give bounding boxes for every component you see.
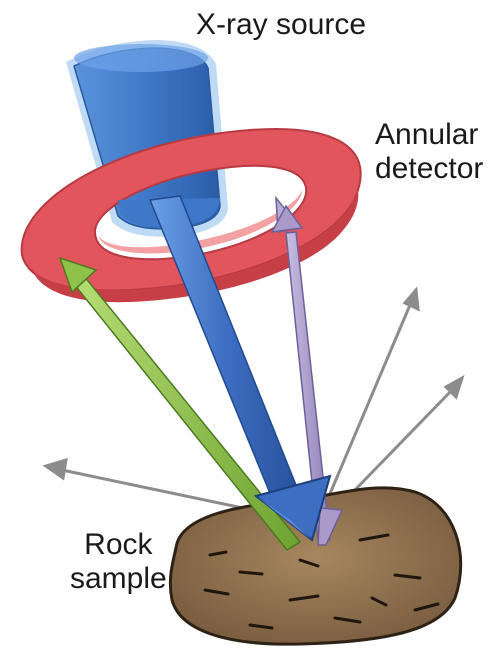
scatter-arrow-right-lower-head bbox=[443, 374, 465, 400]
rock-texture bbox=[203, 533, 440, 630]
rock-sample-label: Rock sample bbox=[70, 528, 167, 596]
scatter-arrows bbox=[42, 286, 465, 526]
scatter-arrow-right-upper-head bbox=[402, 286, 420, 312]
scatter-arrow-left-head bbox=[42, 457, 68, 481]
fluorescence-arrow-violet bbox=[270, 195, 344, 546]
rock-sample-label-line1: Rock bbox=[84, 528, 153, 561]
rock-sample-label-line2: sample bbox=[70, 562, 167, 595]
scatter-arrow-right-upper bbox=[316, 304, 412, 523]
incident-beam-arrow bbox=[148, 195, 332, 542]
annular-detector bbox=[20, 128, 362, 303]
annular-detector-label-line2: detector bbox=[375, 152, 484, 185]
xray-source-label: X-ray source bbox=[196, 8, 367, 41]
fluorescence-arrow-green bbox=[58, 256, 302, 551]
annular-detector-label: Annular detector bbox=[375, 118, 483, 186]
annular-detector-label-line1: Annular bbox=[375, 118, 479, 151]
